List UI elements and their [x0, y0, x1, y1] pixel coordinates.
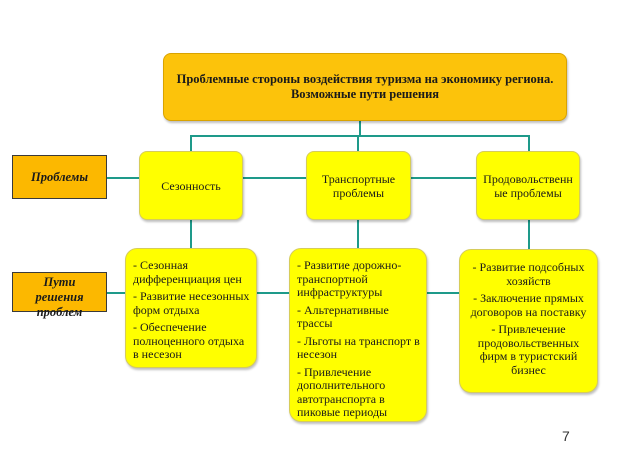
connector-transport-down [357, 219, 359, 249]
title-line-1: Проблемные стороны воздействия туризма н… [176, 72, 554, 86]
problem-box-seasonality: Сезонность [139, 151, 243, 220]
title-line-2: Возможные пути решения [290, 87, 440, 101]
solution-item: - Развитие несезонных форм отдыха [133, 289, 250, 317]
problem-text: Продовольственн [483, 171, 573, 186]
connector-solutions-row [106, 292, 462, 294]
solution-item: - Сезонная дифференциация цен [133, 258, 242, 286]
solution-item: - Заключение прямых договоров на поставк… [470, 291, 587, 319]
connector-to-food [528, 135, 530, 151]
connector-problems-row [106, 177, 476, 179]
connector-title-down [359, 121, 361, 136]
diagram-title: Проблемные стороны воздействия туризма н… [163, 53, 567, 121]
problem-text: проблемы [332, 185, 385, 200]
problem-text: Сезонность [161, 178, 221, 193]
row-label-solutions-line-2: решения [35, 290, 84, 304]
solution-item: - Привлечение продовольственных фирм в т… [477, 322, 580, 377]
row-label-problems: Проблемы [12, 155, 107, 199]
solution-item: - Привлечение дополнительного автотрансп… [297, 364, 388, 419]
problem-box-food: Продовольственн ые проблемы [476, 151, 580, 220]
connector-to-seasonality [190, 135, 192, 151]
problem-text: ые проблемы [494, 185, 562, 200]
solution-item: - Обеспечение полноценного отдыха в несе… [133, 320, 245, 361]
solution-box-food: - Развитие подсобных хозяйств - Заключен… [459, 249, 598, 393]
problem-box-transport: Транспортные проблемы [306, 151, 411, 220]
row-label-solutions-line-3: проблем [36, 305, 83, 319]
solution-box-seasonality: - Сезонная дифференциация цен - Развитие… [125, 248, 257, 368]
solution-item: - Развитие подсобных хозяйств [472, 260, 585, 288]
problem-text: Транспортные [321, 171, 396, 186]
solution-item: - Развитие дорожно-транспортной инфрастр… [297, 258, 402, 299]
row-label-problems-text: Проблемы [30, 169, 89, 184]
solution-box-transport: - Развитие дорожно-транспортной инфрастр… [289, 248, 427, 422]
connector-horizontal-bus [190, 135, 530, 137]
connector-to-transport [357, 135, 359, 151]
page-number: 7 [562, 428, 570, 444]
connector-food-down [528, 219, 530, 249]
row-label-solutions-line-1: Пути [43, 275, 76, 289]
solution-item: - Льготы на транспорт в несезон [297, 333, 420, 361]
connector-seasonality-down [190, 219, 192, 249]
solution-item: - Альтернативные трассы [297, 302, 389, 330]
row-label-solutions: Пути решения проблем [12, 272, 107, 319]
